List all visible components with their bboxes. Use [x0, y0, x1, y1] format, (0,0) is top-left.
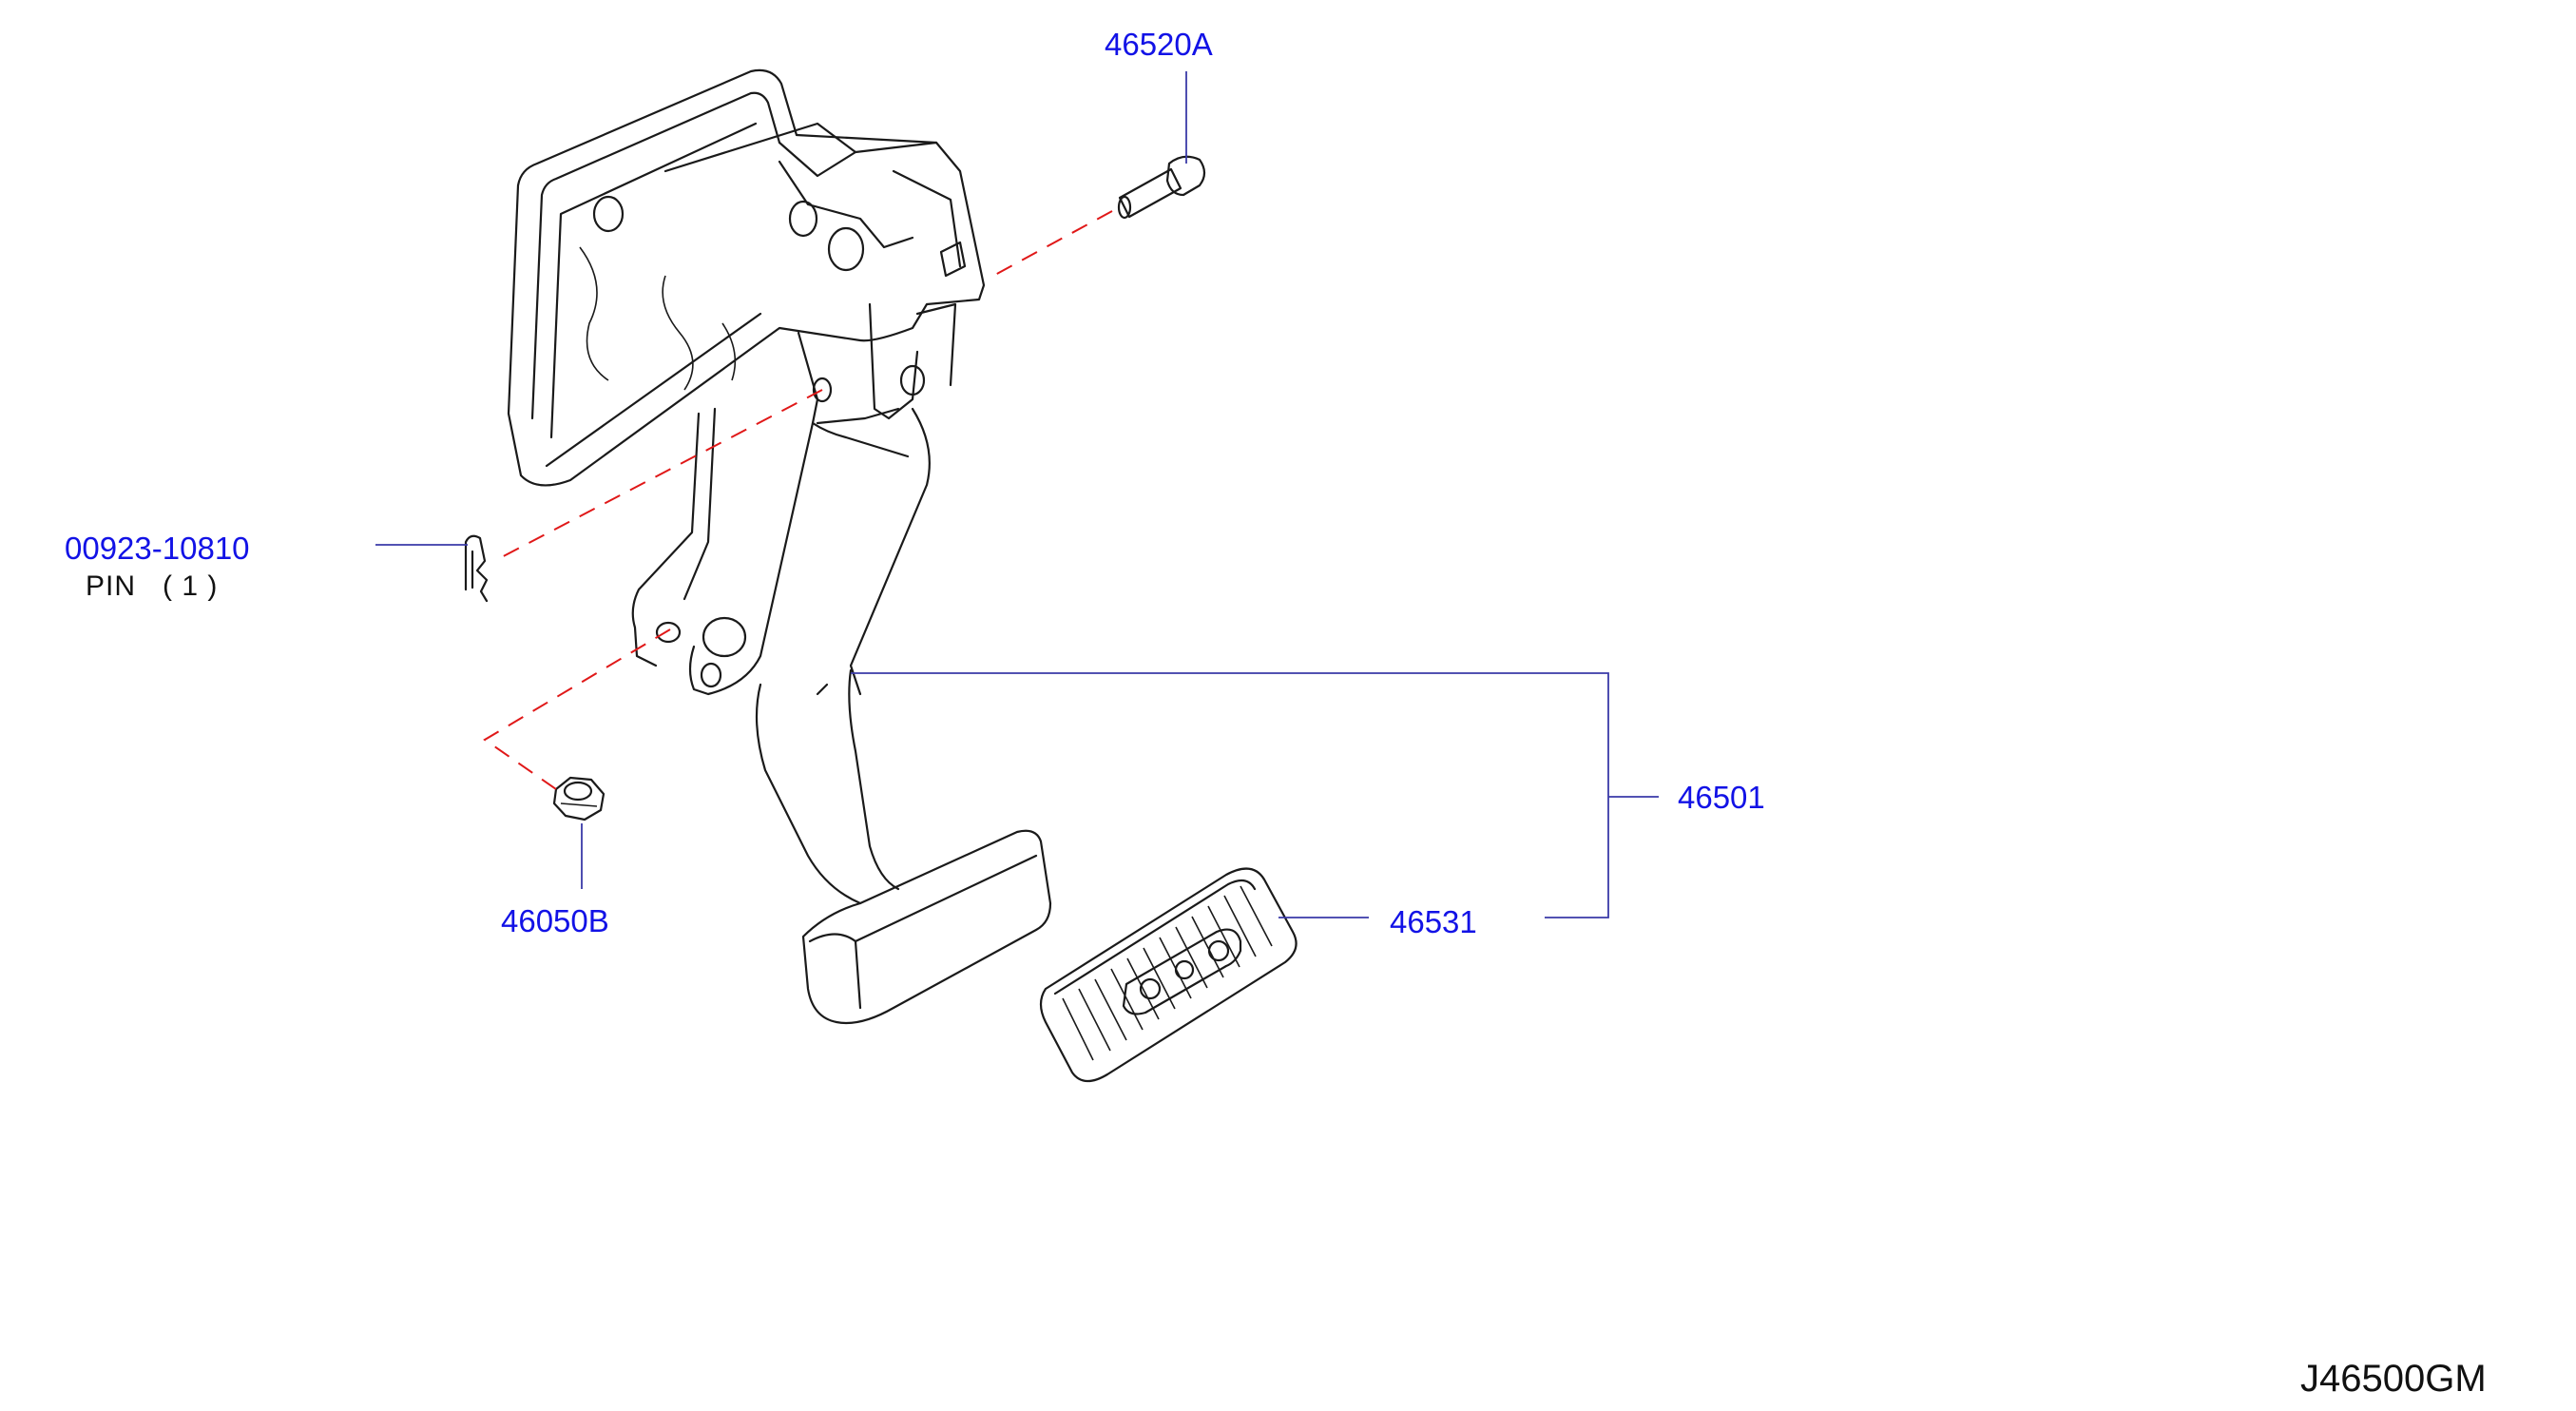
pin-description: PIN: [86, 570, 137, 602]
callout-46520a[interactable]: 46520A: [1105, 27, 1213, 62]
callout-00923-10810-description: PIN ( 1 ): [86, 572, 218, 601]
brake-pedal-arm: [631, 331, 1052, 1025]
clip-pin-00923-10810: [464, 534, 489, 603]
pedal-bracket-assembly: [507, 68, 986, 487]
callout-00923-10810[interactable]: 00923-10810: [65, 531, 250, 566]
nut-46050b: [552, 776, 606, 821]
callout-46531[interactable]: 46531: [1390, 904, 1477, 939]
exploded-view-lines: [483, 210, 1113, 790]
bolt-46520a: [1117, 155, 1206, 220]
drawing-code: J46500GM: [2300, 1358, 2487, 1400]
pin-quantity: ( 1 ): [163, 570, 219, 602]
callout-leader-lines: [375, 71, 1659, 918]
callout-46050b[interactable]: 46050B: [501, 903, 609, 938]
pedal-pad-46531: [1039, 867, 1298, 1083]
callout-46501[interactable]: 46501: [1678, 780, 1765, 815]
